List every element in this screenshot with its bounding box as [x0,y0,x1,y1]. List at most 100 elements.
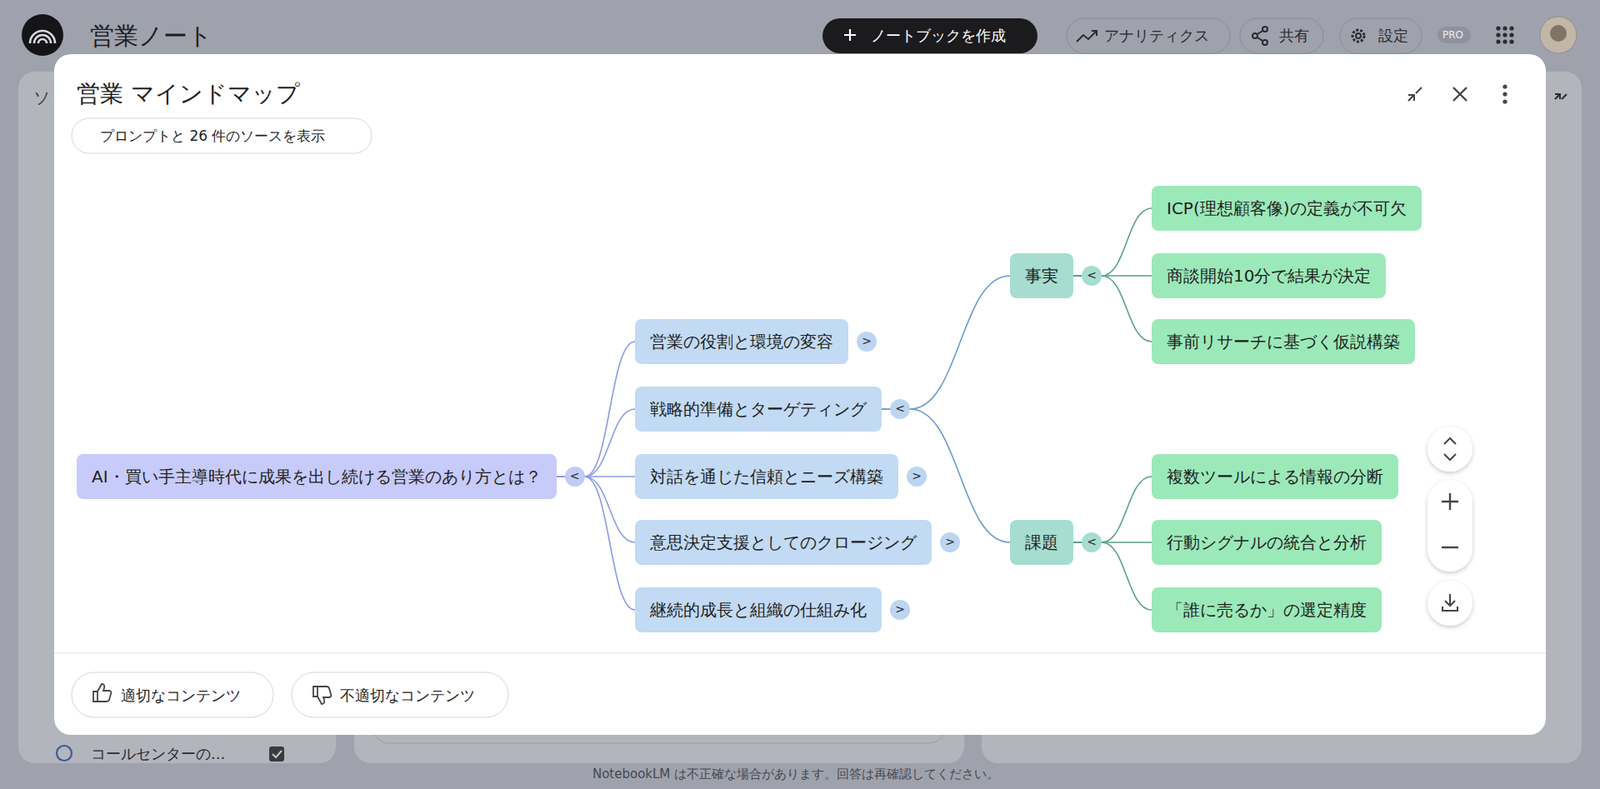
share-button [1240,18,1324,54]
expand-toggle: < [565,466,585,487]
topic-text: 戦略的準備とターゲティング [650,399,867,420]
grid-dot [1495,32,1500,37]
branch-connector [1073,275,1152,342]
topic-text: ICP(理想顧客像)の定義が不可欠 [1166,198,1407,219]
zoom-out-icon [1441,546,1459,549]
zoom-in-icon [1441,493,1459,510]
grid-dot [1502,39,1507,44]
grid-dot [1502,32,1507,37]
expand-toggle: > [940,532,960,553]
fit-button [1427,426,1473,472]
expand-icon [1444,438,1456,460]
apps-grid-icon [1495,25,1514,44]
grid-dot [1502,25,1507,30]
grid-dot [1509,39,1514,44]
more-dot [1502,99,1507,104]
more-icon [1502,84,1507,104]
branch-topic: 継続的成長と組織の仕組み化 [635,587,882,633]
share-lines [1257,30,1263,41]
thumb-up-icon [93,684,111,702]
leaf-topic: ICP(理想顧客像)の定義が不可欠 [1151,185,1422,231]
leaf-topic: 行動シグナルの統合と分析 [1151,520,1382,565]
link-source-icon [56,745,72,761]
topic-text: 「誰に売るか」の選定精度 [1166,600,1367,620]
more-dot [1502,84,1507,89]
more-dot [1502,91,1507,96]
branch-connector [1073,542,1152,610]
topic-text: 営業の役割と環境の変容 [650,331,834,352]
trend-icon [1076,30,1097,42]
modal-panel [54,54,1546,735]
branch-connector [1073,208,1152,276]
leaf-topic: 事前リサーチに基づく仮説構築 [1151,319,1415,365]
partial-tab-text: ソ [33,86,50,110]
app-logo [21,14,64,56]
grid-dot [1509,32,1514,37]
collapse-icon [1408,87,1422,101]
topic-text: AI・買い手主導時代に成果を出し続ける営業のあり方とは？ [91,466,542,487]
branch-topic: 営業の役割と環境の変容 [635,319,849,365]
pill-text: プロンプトと 26 件のソースを表示 [100,126,325,146]
gear-hub [1355,33,1361,39]
source-name: コールセンターの... [90,744,225,765]
logo-mark [30,30,55,44]
footer-divider [54,653,1546,655]
share-dot [1262,26,1268,32]
close-icon [1453,87,1467,101]
category-topic: 課題 [1010,520,1074,565]
button-text: 設定 [1378,25,1409,46]
pro-badge [1437,26,1471,44]
plus-icon [844,29,856,41]
user-avatar [1540,16,1577,54]
collapse-icon [1555,94,1567,100]
topic-text: 事実 [1025,265,1059,286]
title-text: 営業 マインドマップ [76,80,300,108]
avatar-face [1550,25,1567,42]
download-button [1427,580,1473,626]
download-icon [1442,594,1458,611]
button-text: アナリティクス [1104,25,1210,46]
topic-text: 行動シグナルの統合と分析 [1166,532,1367,553]
expand-toggle: < [890,399,910,420]
branch-topic: 意思決定支援としてのクロージング [635,520,932,565]
button-text: 共有 [1279,25,1310,46]
app-name: 営業ノート [90,20,213,54]
check-mark [272,750,282,758]
settings-button [1340,18,1422,54]
source-checkbox [269,746,285,762]
grid-dot [1509,25,1514,30]
button-text: ノートブックを作成 [870,25,1006,46]
topic-text: 事前リサーチに基づく仮説構築 [1166,331,1400,352]
branch-topic: 戦略的準備とターゲティング [635,386,882,432]
branch-connector [881,275,1010,410]
branch-connector [1073,476,1152,543]
good-button [71,672,274,718]
modal-title: 営業 マインドマップ [76,78,300,110]
expand-toggle: > [856,331,877,352]
topic-text: 商談開始10分で結果が決定 [1166,265,1371,286]
zoom-pill [1427,480,1473,572]
share-icon [1252,26,1268,45]
feedback-text: 適切なコンテンツ [120,685,241,706]
leaf-topic: 商談開始10分で結果が決定 [1151,253,1386,299]
bad-button [291,672,509,718]
badge-text: PRO [1442,29,1464,41]
leaf-topic: 複数ツールによる情報の分断 [1151,454,1399,500]
leaf-topic: 「誰に売るか」の選定精度 [1151,587,1382,633]
share-dot [1252,33,1258,39]
expand-toggle: < [1081,532,1102,553]
thumb-down-icon [313,686,331,705]
category-topic: 事実 [1010,253,1074,299]
expand-toggle: > [906,466,927,487]
gear-icon [1352,30,1365,42]
root-topic: AI・買い手主導時代に成果を出し続ける営業のあり方とは？ [76,454,557,500]
expand-toggle: > [890,600,910,620]
create-button [822,18,1038,54]
topic-text: 意思決定支援としてのクロージング [650,532,917,553]
branch-topic: 対話を通じた信頼とニーズ構築 [635,454,899,500]
sources-pill [71,118,372,154]
grid-dot [1495,25,1500,30]
grid-dot [1495,39,1500,44]
